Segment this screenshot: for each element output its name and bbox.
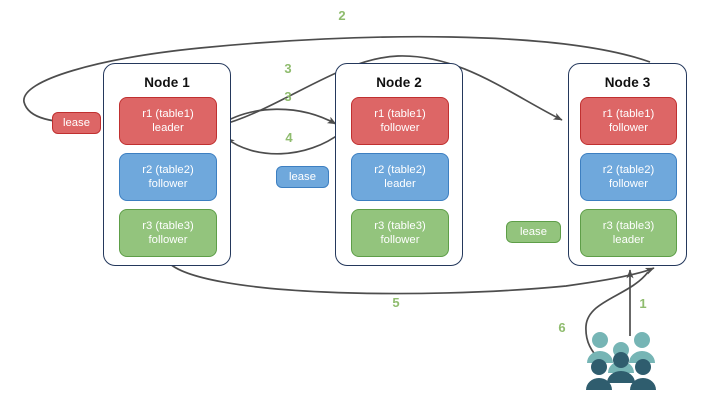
step-label-4: 4: [279, 130, 299, 145]
step-number: 5: [392, 295, 400, 310]
node-title: Node 3: [604, 75, 651, 90]
replica-role: leader: [612, 234, 645, 246]
replica-name: r2 (table2): [142, 164, 194, 176]
step-number: 1: [639, 296, 647, 311]
step-number: 2: [338, 8, 346, 23]
replica-node2-r3[interactable]: r3 (table3) follower: [351, 209, 449, 257]
replica-role: follower: [609, 122, 648, 134]
step-label-2: 2: [332, 8, 352, 23]
replica-node3-r1[interactable]: r1 (table1) follower: [580, 97, 677, 145]
replica-role: follower: [148, 178, 188, 190]
arrow-step-5: [167, 261, 655, 295]
lease-label: lease: [62, 116, 90, 129]
replica-role: follower: [380, 234, 420, 246]
replica-name: r3 (table3): [142, 220, 194, 232]
step-number: 6: [558, 320, 566, 335]
replica-node1-r2[interactable]: r2 (table2) follower: [119, 153, 217, 201]
replica-name: r3 (table3): [602, 220, 655, 232]
replica-name: r1 (table1): [602, 108, 655, 120]
replica-node2-r1[interactable]: r1 (table1) follower: [351, 97, 449, 145]
replica-node1-r1[interactable]: r1 (table1) leader: [119, 97, 217, 145]
step-label-5: 5: [386, 295, 406, 310]
lease-label: lease: [519, 225, 547, 238]
step-label-3b: 3: [278, 89, 298, 104]
replica-name: r2 (table2): [602, 164, 655, 176]
users-group-icon: [586, 332, 656, 390]
replica-role: follower: [380, 122, 420, 134]
step-label-1: 1: [633, 296, 653, 311]
replica-role: follower: [148, 234, 188, 246]
step-number: 4: [285, 130, 293, 145]
replica-name: r1 (table1): [142, 108, 194, 120]
node-box-node-3[interactable]: Node 3 r1 (table1) follower r2 (table2) …: [568, 63, 687, 266]
replica-node1-r3[interactable]: r3 (table3) follower: [119, 209, 217, 257]
lease-box-red[interactable]: lease: [52, 112, 101, 134]
replica-name: r2 (table2): [374, 164, 426, 176]
replica-name: r1 (table1): [374, 108, 426, 120]
replica-role: leader: [152, 122, 184, 134]
replica-node3-r3[interactable]: r3 (table3) leader: [580, 209, 677, 257]
lease-box-blue[interactable]: lease: [276, 166, 329, 188]
step-label-6: 6: [552, 320, 572, 335]
step-label-3a: 3: [278, 61, 298, 76]
replica-node3-r2[interactable]: r2 (table2) follower: [580, 153, 677, 201]
node-box-node-2[interactable]: Node 2 r1 (table1) follower r2 (table2) …: [335, 63, 463, 266]
replica-node2-r2[interactable]: r2 (table2) leader: [351, 153, 449, 201]
users-front-row: [586, 352, 656, 390]
node-title: Node 1: [144, 75, 190, 90]
node-title: Node 2: [376, 75, 422, 90]
lease-box-green[interactable]: lease: [506, 221, 561, 243]
node-box-node-1[interactable]: Node 1 r1 (table1) leader r2 (table2) fo…: [103, 63, 231, 266]
arrow-step-3-to-node2: [217, 108, 337, 127]
users-back-row: [587, 332, 655, 373]
replica-name: r3 (table3): [374, 220, 426, 232]
replica-role: leader: [384, 178, 416, 190]
step-number: 3: [284, 61, 292, 76]
replica-role: follower: [609, 178, 648, 190]
step-number: 3: [284, 89, 292, 104]
lease-label: lease: [288, 170, 316, 183]
